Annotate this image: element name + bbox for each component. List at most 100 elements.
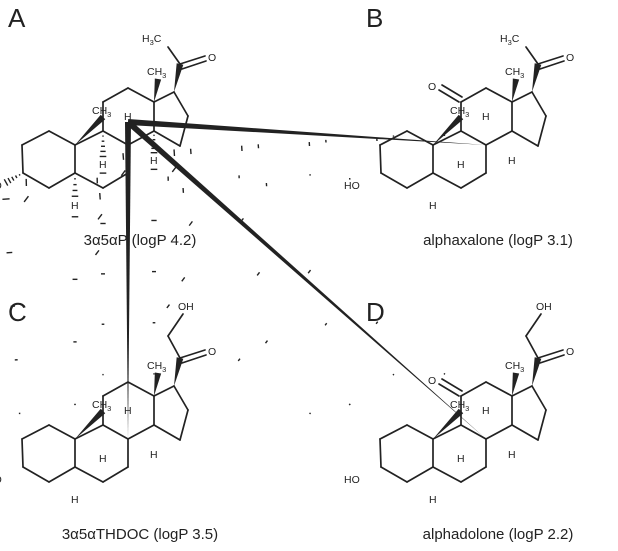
ring-bond [127,87,155,103]
methyl-19-wedge [433,114,464,145]
oxo-11-bond-b [441,84,463,98]
oxygen-20-label: O [208,346,216,358]
ring-bond [153,91,175,103]
hydrogen-14-label: H [508,449,516,461]
carbonyl-bond-b [539,354,565,364]
ring-bond [179,115,189,147]
side-chain-wedge [174,357,184,386]
compound-caption: 3α5αP (logP 4.2) [84,232,197,249]
oh3-hashed-bond [25,174,311,187]
hydrogen-9-label: H [457,159,465,171]
ring-bond [48,130,76,146]
ring-bond [460,87,487,103]
methyl-21-label: H3C [142,33,162,47]
ring-bond [432,466,462,483]
carbonyl-bond-a [537,349,564,359]
h14-hashed-bond [150,168,158,375]
hydroxyl-21-label: OH [536,301,552,313]
ring-bond [379,424,408,440]
carbonyl-bond-a [179,349,206,359]
oxo-11-bond-b [441,378,463,392]
ring-bond [102,381,129,397]
ring-bond [74,424,104,440]
ring-bond [21,144,24,174]
ring-bond [460,381,487,397]
hydroxyl-3-label: HO [344,180,360,192]
ring-bond [485,424,513,440]
hydrogen-8-label: H [482,405,490,417]
ring-bond [74,172,104,189]
ring-bond [537,409,547,441]
h5-hashed-bond [99,177,351,200]
ring-bond [460,466,487,483]
ring-bond [21,130,50,146]
ring-bond [153,385,175,397]
hydroxyl-21-bond [525,313,542,337]
oxygen-11-label: O [428,81,436,93]
methyl-21-label: H3C [500,33,520,47]
methyl-19-label: CH3 [450,105,469,119]
methyl-18-wedge [154,78,162,102]
ring-bond [74,130,104,146]
ring-bond [406,424,434,440]
oxygen-20-label: O [566,52,574,64]
ring-bond [460,130,487,146]
ring-bond [531,91,547,117]
panel-letter: B [366,3,383,33]
side-chain-wedge [532,357,542,386]
oxo-11-bond-a [438,383,460,397]
hydrogen-14-label: H [150,449,158,461]
ring-bond [48,466,76,483]
hydrogen-8-label: H [482,111,490,123]
oxygen-11-label: O [428,375,436,387]
hydrogen-5-label: H [429,494,437,506]
ring-bond [406,172,434,189]
ring-bond [511,424,539,441]
methyl-19-wedge [75,408,106,439]
ring-bond [173,385,189,411]
hydrogen-9-label: H [457,453,465,465]
methyl-21-bond [525,46,539,65]
ring-bond [432,130,462,146]
hydrogen-8-label: H [124,111,132,123]
ring-bond [153,130,181,147]
side-chain-wedge [174,63,184,92]
hydrogen-14-label: H [508,155,516,167]
compound-caption: alphadolone (logP 2.2) [423,526,574,543]
hydrogen-5-label: H [71,200,79,212]
ring-bond [537,115,547,147]
carbonyl-bond-a [179,55,206,65]
ring-bond [379,144,382,174]
ring-bond [21,424,50,440]
h8-wedge [126,119,486,439]
ring-bond [379,438,382,468]
ring-bond [406,130,434,146]
hydrogen-9-label: H [99,159,107,171]
ring-bond [460,172,487,189]
ring-bond [127,130,155,146]
ring-bond [102,466,129,483]
oh3-hashed-bond [3,173,21,186]
methyl-18-label: CH3 [505,66,524,80]
carbonyl-bond-a [537,55,564,65]
hydroxyl-21-label: OH [178,301,194,313]
oh3-hashed-bond [23,195,312,415]
ring-bond [102,87,129,103]
ring-bond [74,466,104,483]
ring-bond [380,172,408,189]
methyl-19-label: CH3 [92,399,111,413]
oxygen-20-label: O [208,52,216,64]
h9-hashed-bond [99,172,107,376]
h9-hashed-bond [99,135,107,158]
methyl-21-bond [167,46,181,65]
h5-hashed-bond [71,216,79,406]
h9-hashed-bond [122,135,395,160]
ring-bond [511,91,533,103]
h14-hashed-bond [173,134,446,157]
panel-letter: C [8,297,27,327]
ring-bond [460,424,487,440]
ring-bond [380,466,408,483]
